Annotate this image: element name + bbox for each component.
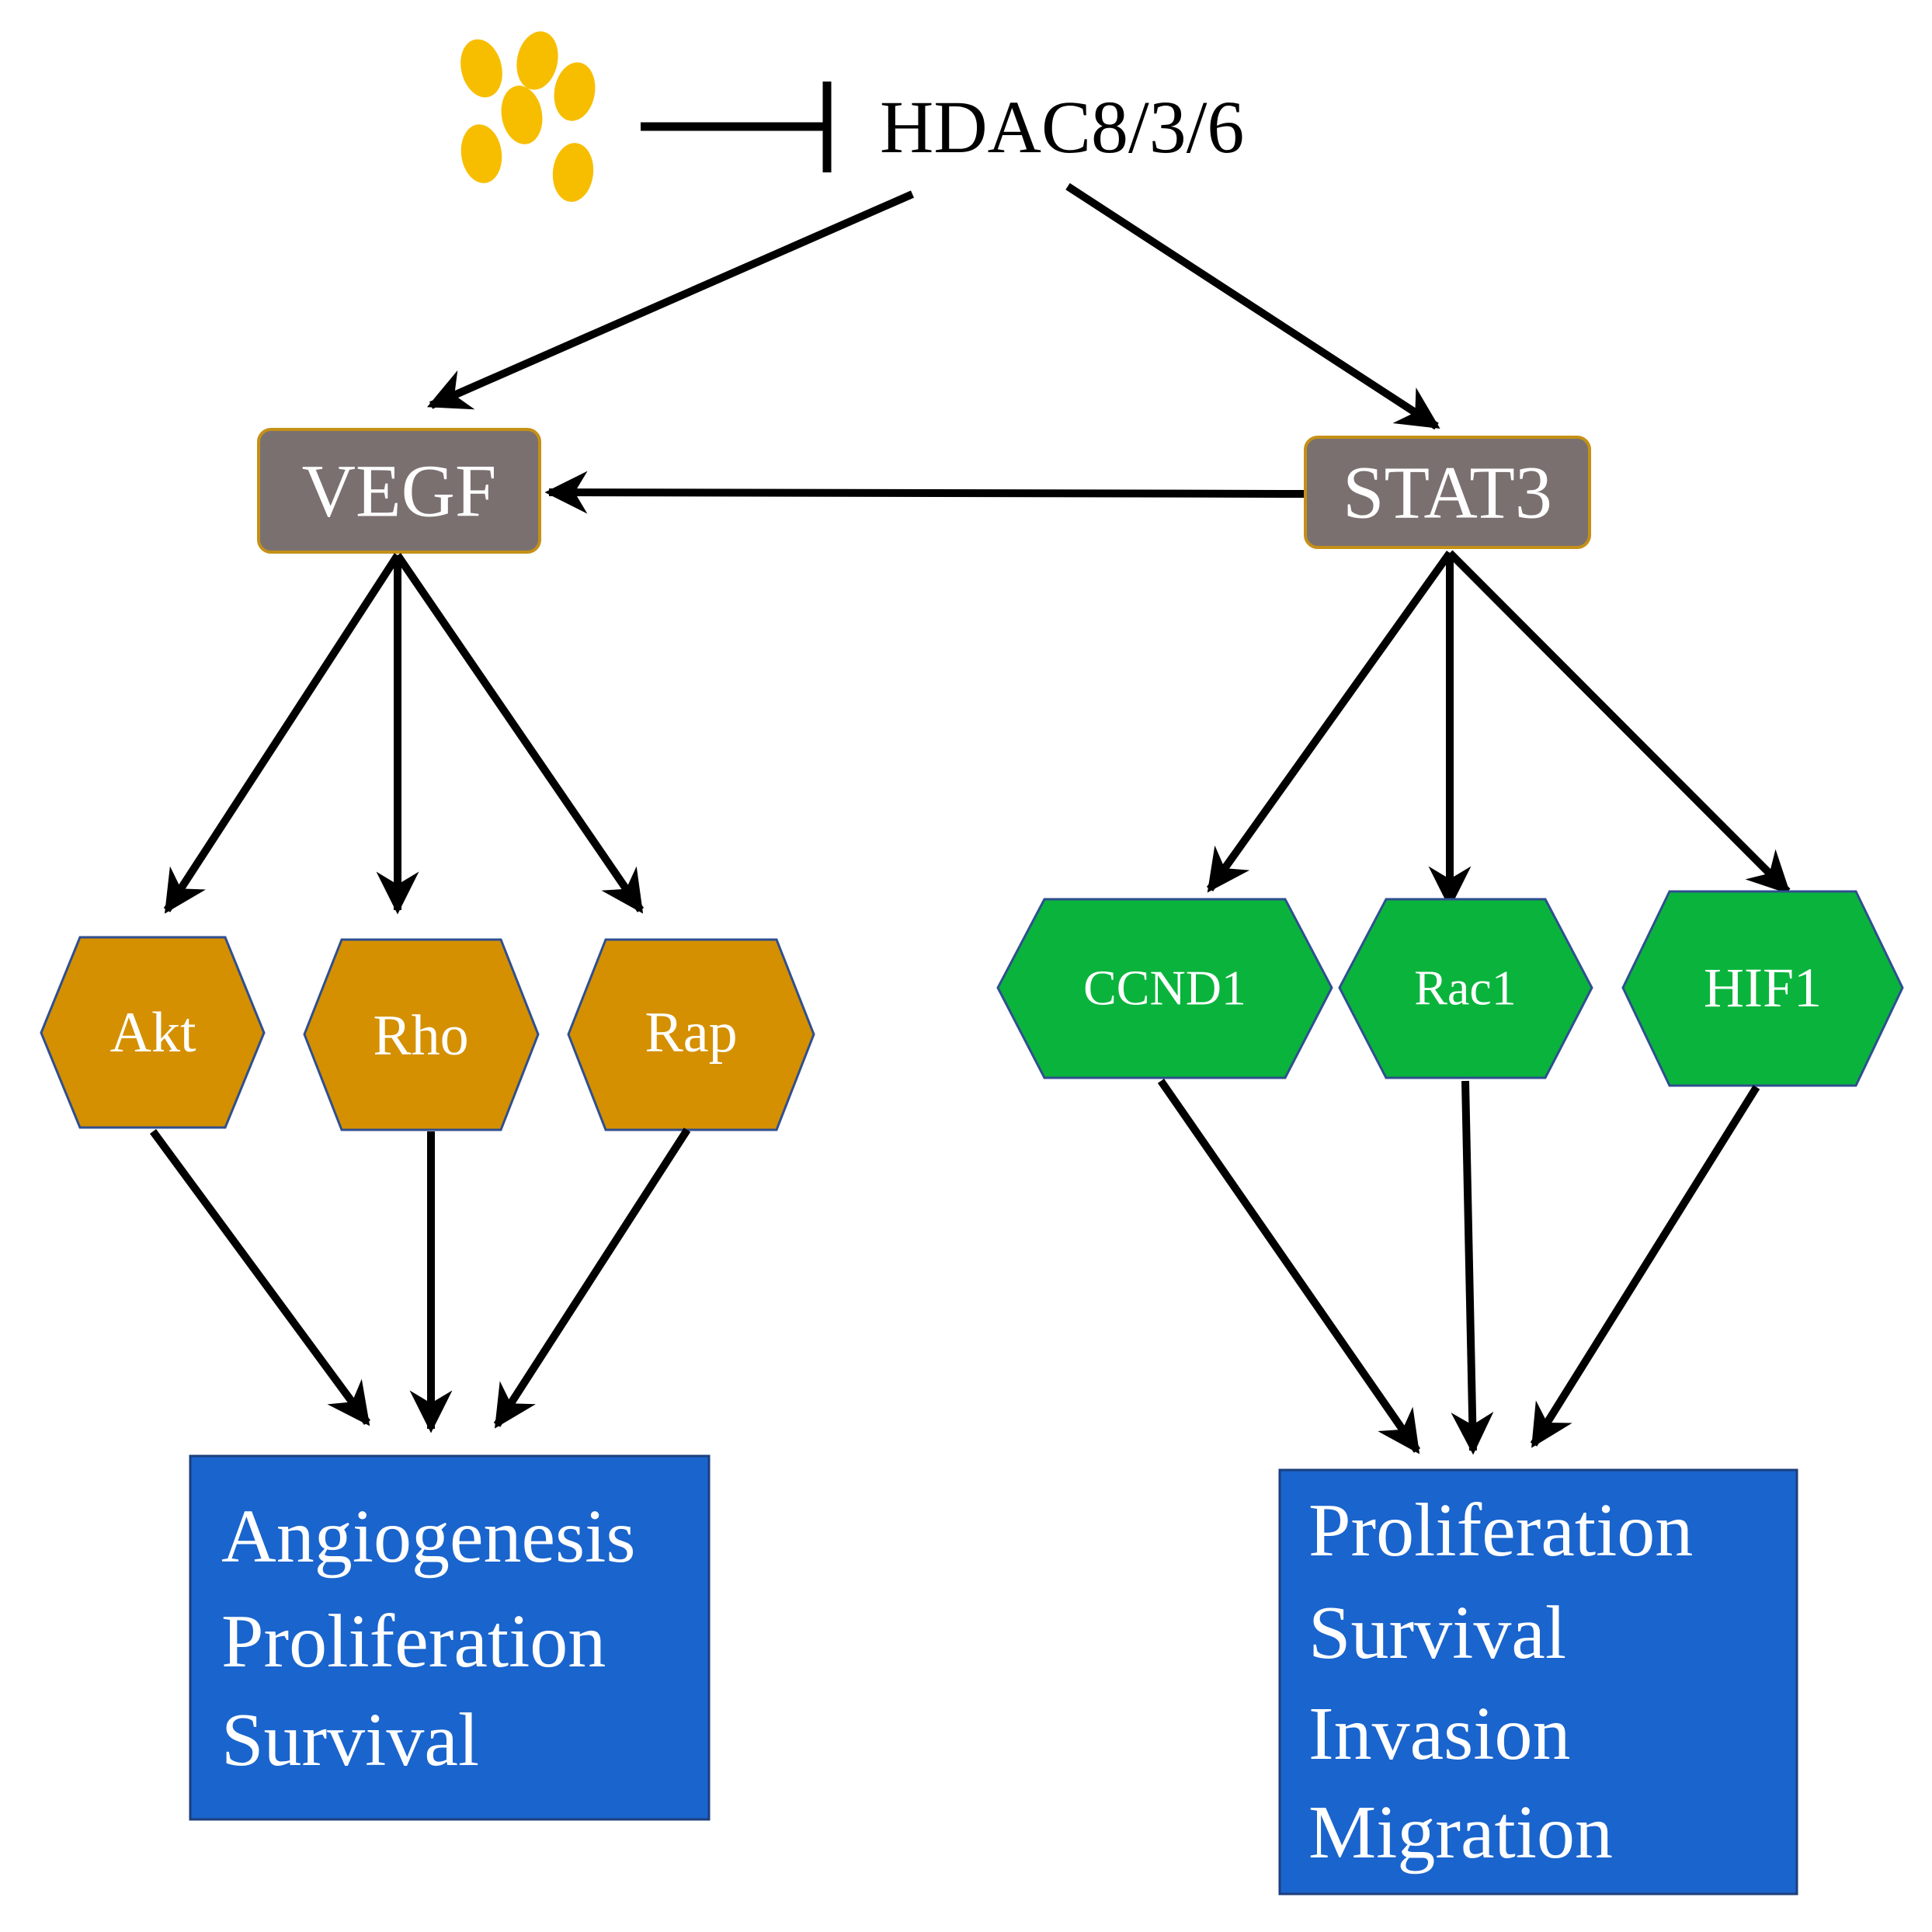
compound-seed-cluster-icon (460, 31, 596, 202)
arrow-ccnd1-to-outcome (1157, 1079, 1421, 1454)
arrow-stat3-to-hif1 (1447, 550, 1791, 895)
hdac-label: HDAC8/3/6 (880, 85, 1244, 169)
hif1-label: HIF1 (1704, 957, 1822, 1019)
arrow-hdac-to-stat3 (1065, 182, 1440, 430)
outcome-right-line-2: Survival (1308, 1591, 1566, 1675)
rap-label: Rap (645, 1001, 737, 1065)
inhibition-line (641, 82, 832, 172)
arrow-stat3-to-vegf (544, 471, 1305, 514)
akt-label: Akt (110, 1001, 196, 1065)
outcome-box-right: Proliferation Survival Invasion Migratio… (1278, 1468, 1798, 1896)
outcome-left-line-3: Survival (221, 1698, 479, 1782)
outcome-left-line-1: Angiogenesis (221, 1495, 636, 1579)
arrow-vegf-to-akt (163, 553, 401, 914)
arrow-rap-to-outcome (493, 1128, 691, 1429)
vegf-node: VEGF (257, 428, 541, 554)
rho-label: Rho (373, 1004, 468, 1068)
outcome-right-line-1: Proliferation (1308, 1489, 1693, 1572)
outcome-right-line-3: Invasion (1308, 1692, 1571, 1776)
hexagon-rap: Rap (567, 938, 815, 1131)
arrow-vegf-to-rap (394, 553, 645, 914)
outcome-left-line-2: Proliferation (221, 1600, 606, 1684)
arrow-stat3-to-ccnd1 (1206, 551, 1454, 893)
vegf-label: VEGF (302, 450, 497, 533)
hexagon-rac1: Rac1 (1338, 898, 1593, 1079)
stat3-label: STAT3 (1343, 451, 1552, 534)
hexagon-ccnd1: CCND1 (996, 898, 1333, 1079)
ccnd1-label: CCND1 (1083, 961, 1246, 1016)
outcome-box-left: Angiogenesis Proliferation Survival (189, 1454, 711, 1821)
stat3-node: STAT3 (1304, 436, 1591, 549)
hexagon-rho: Rho (303, 938, 540, 1131)
hexagon-hif1: HIF1 (1621, 890, 1904, 1087)
outcome-right-line-4: Migration (1308, 1791, 1613, 1875)
arrow-rac1-to-outcome (1451, 1080, 1494, 1455)
arrow-hdac-to-vegf (426, 190, 915, 410)
hexagon-akt: Akt (40, 936, 266, 1129)
rac1-label: Rac1 (1414, 961, 1517, 1016)
arrow-akt-to-outcome (149, 1129, 371, 1426)
arrow-hif1-to-outcome (1530, 1085, 1760, 1448)
